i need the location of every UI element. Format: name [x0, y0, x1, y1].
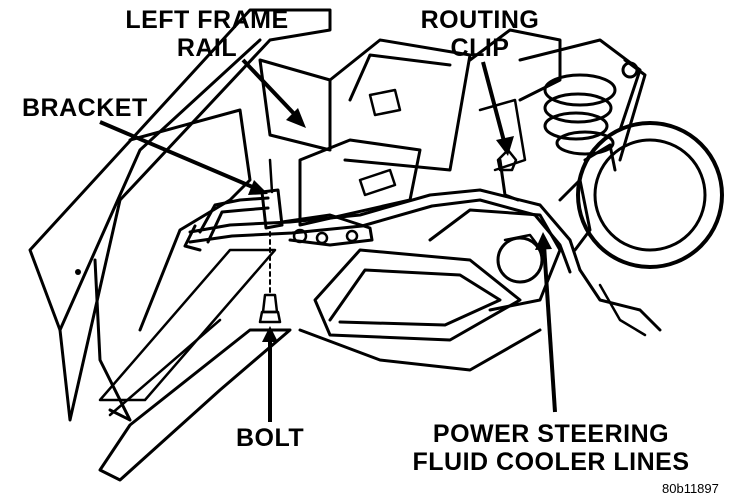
label-left-frame-rail-line1: LEFT FRAME [125, 6, 289, 34]
bracket-drawing [260, 158, 374, 247]
pulley-drawing [558, 121, 724, 269]
label-left-frame-rail-line2: RAIL [176, 34, 238, 62]
label-routing-clip: ROUTING CLIP [405, 6, 555, 62]
label-power-steering-lines: POWER STEERING FLUID COOLER LINES [396, 420, 706, 476]
upper-bay-drawing [258, 28, 562, 227]
cooler-lines-drawing [183, 148, 582, 274]
label-bolt: BOLT [236, 424, 305, 452]
label-left-frame-rail: LEFT FRAME RAIL [112, 6, 302, 62]
reference-number: 80b11897 [662, 481, 719, 496]
strut-tower-drawing [518, 38, 647, 162]
lower-engine-drawing [298, 208, 662, 372]
label-power-steering-line1: POWER STEERING [432, 420, 670, 448]
label-power-steering-line2: FLUID COOLER LINES [412, 448, 690, 476]
leader-arrows [99, 58, 557, 422]
frame-rail-drawing [28, 8, 332, 482]
label-routing-clip-line2: CLIP [450, 34, 510, 62]
label-bracket: BRACKET [22, 94, 148, 122]
label-routing-clip-line1: ROUTING [420, 6, 540, 34]
bolt-drawing [258, 231, 282, 324]
